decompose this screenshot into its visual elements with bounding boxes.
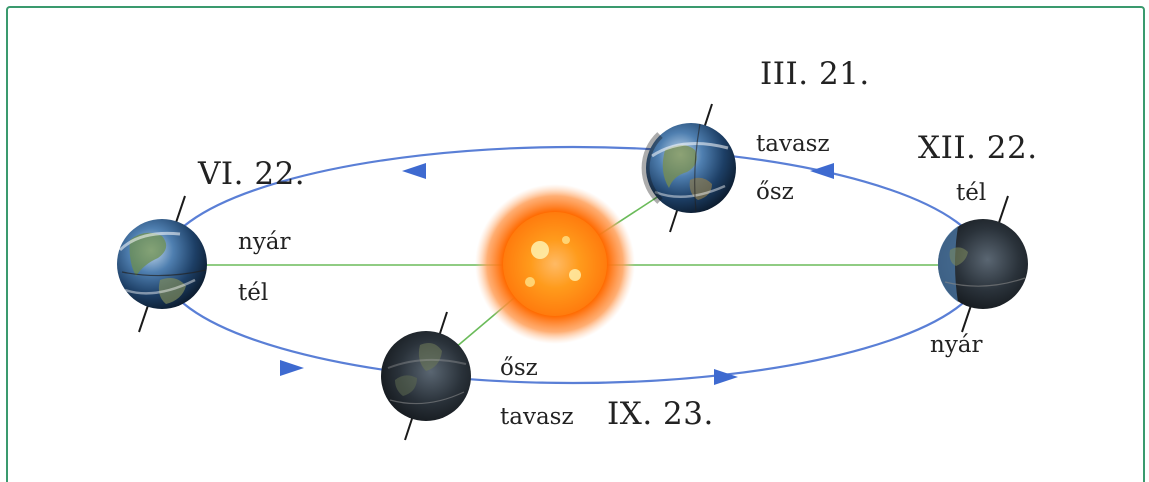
sun-icon xyxy=(475,184,635,344)
date-label-september: IX. 23. xyxy=(607,396,714,432)
season-label-june-top: nyár xyxy=(238,229,291,255)
earth-globe-icon xyxy=(381,311,471,441)
date-label-june: VI. 22. xyxy=(198,156,306,192)
season-label-september-bottom: tavasz xyxy=(500,404,574,430)
orbit-arrow-icon xyxy=(714,369,738,385)
figure-frame xyxy=(6,6,1145,482)
season-label-december-bottom: nyár xyxy=(930,332,983,358)
earth-globe-icon xyxy=(937,195,1028,333)
earth-globe-icon xyxy=(641,103,736,233)
season-label-june-bottom: tél xyxy=(238,280,269,306)
date-label-march: III. 21. xyxy=(760,56,870,92)
orbit-arrow-icon xyxy=(810,163,834,179)
season-label-march-bottom: ősz xyxy=(756,179,794,205)
orbit-arrow-icon xyxy=(402,163,426,179)
season-label-march-top: tavasz xyxy=(756,131,830,157)
date-label-december: XII. 22. xyxy=(918,130,1038,166)
season-label-september-top: ősz xyxy=(500,355,538,381)
season-label-december-top: tél xyxy=(956,180,987,206)
earth-globe-icon xyxy=(117,195,207,333)
orbit-arrow-icon xyxy=(280,360,304,376)
